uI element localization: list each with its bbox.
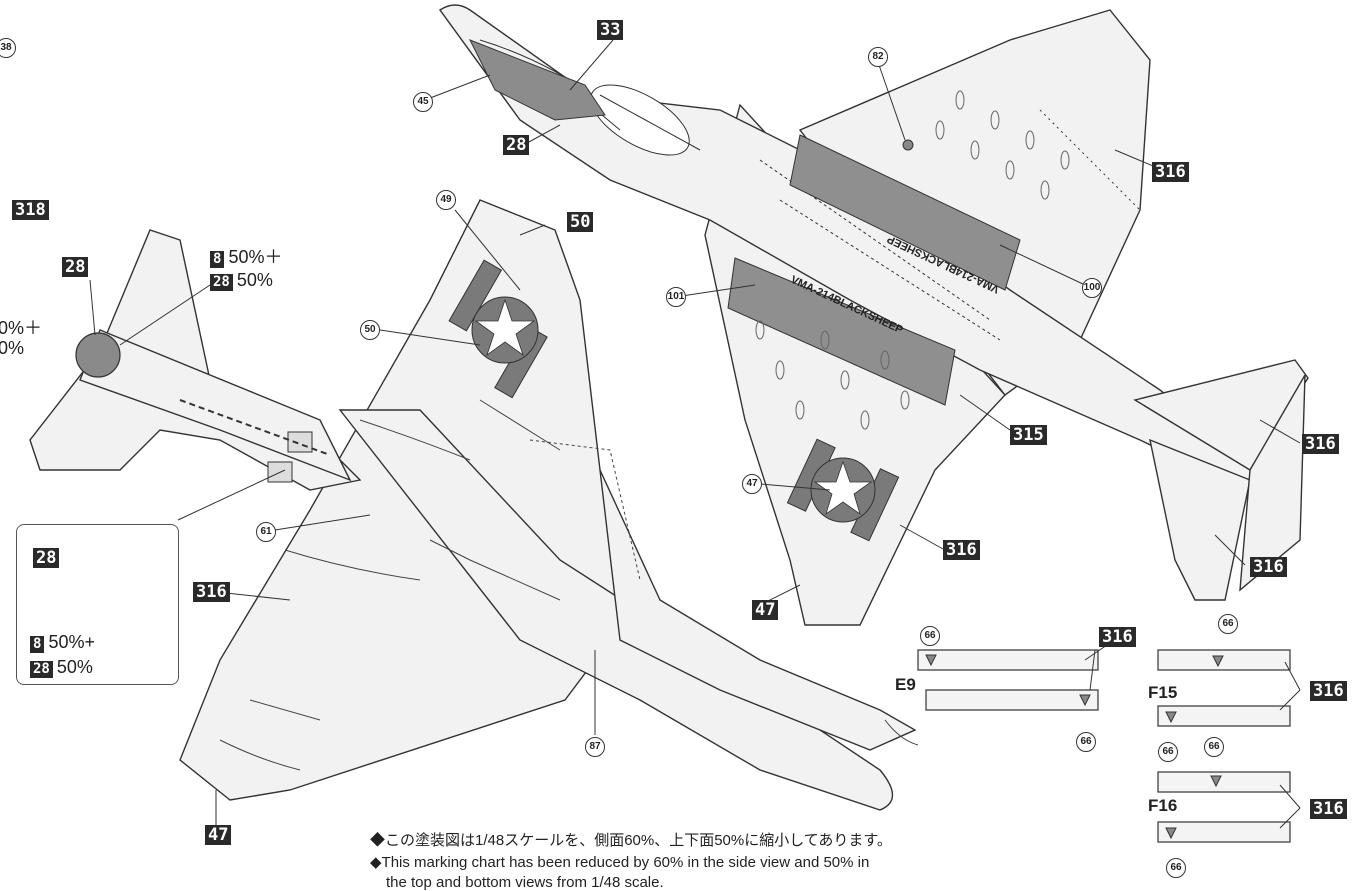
callout-50: 50 bbox=[567, 212, 594, 232]
note-japanese: ◆この塗装図は1/48スケールを、側面60%、上下面50%に縮小してあります。 bbox=[370, 832, 892, 849]
part-number-66-f16-top: 66 bbox=[1204, 737, 1224, 757]
part-number-66-f15-top: 66 bbox=[1218, 614, 1238, 634]
callout-33: 33 bbox=[597, 20, 624, 40]
upper-left-wing-stripe bbox=[727, 257, 956, 406]
store-e9-top bbox=[917, 649, 1099, 671]
tail-mix-code-2: 28 bbox=[210, 274, 233, 291]
callout-316-f16: 316 bbox=[1310, 799, 1347, 819]
inset-mix-code-1: 8 bbox=[30, 636, 45, 653]
left-clipped-mix-2: 0% bbox=[0, 338, 25, 358]
store-f16-bottom bbox=[1157, 821, 1291, 843]
part-number-38: 38 bbox=[0, 38, 16, 58]
part-number-49: 49 bbox=[436, 190, 456, 210]
callout-316-e9: 316 bbox=[1099, 627, 1136, 647]
upper-tail-right bbox=[1133, 359, 1309, 471]
callout-316-upper-right-wing: 316 bbox=[1152, 162, 1189, 182]
store-e9-bottom bbox=[925, 689, 1099, 711]
upper-right-wing-stripe bbox=[789, 134, 1021, 291]
callout-316-upper-left-wing: 316 bbox=[943, 540, 980, 560]
note-english-line-1: ◆This marking chart has been reduced by … bbox=[370, 854, 870, 871]
callout-316-f15: 316 bbox=[1310, 681, 1347, 701]
part-number-50: 50 bbox=[360, 320, 380, 340]
lower-right-body bbox=[599, 469, 917, 751]
part-number-66-f16-bottom: 66 bbox=[1166, 858, 1186, 878]
callout-28-inset: 28 bbox=[33, 548, 60, 568]
part-label-e9: E9 bbox=[895, 675, 916, 694]
part-number-100: 100 bbox=[1082, 278, 1102, 298]
callout-47-upper: 47 bbox=[752, 600, 779, 620]
lower-national-insignia bbox=[448, 259, 548, 399]
upper-tail-flap bbox=[1239, 374, 1306, 592]
store-f15-bottom bbox=[1157, 705, 1291, 727]
store-f16-top bbox=[1157, 771, 1291, 793]
tail-view-aircraft bbox=[29, 229, 362, 491]
upper-national-insignia bbox=[786, 438, 900, 542]
store-f15-top bbox=[1157, 649, 1291, 671]
part-number-87: 87 bbox=[585, 737, 605, 757]
note-english-line-2: the top and bottom views from 1/48 scale… bbox=[386, 874, 664, 891]
part-label-f16: F16 bbox=[1148, 796, 1178, 815]
part-number-82: 82 bbox=[868, 47, 888, 67]
part-number-66-e9-top: 66 bbox=[920, 626, 940, 646]
callout-318: 318 bbox=[12, 200, 49, 220]
callout-316-upper-tail-bottom: 316 bbox=[1250, 557, 1287, 577]
part-number-47: 47 bbox=[742, 474, 762, 494]
part-number-45: 45 bbox=[413, 92, 433, 112]
part-label-f15: F15 bbox=[1148, 683, 1178, 702]
callout-28-tail: 28 bbox=[62, 257, 89, 277]
part-number-66-e9-bottom: 66 bbox=[1076, 732, 1096, 752]
part-number-61: 61 bbox=[256, 522, 276, 542]
callout-315: 315 bbox=[1010, 425, 1047, 445]
callout-47-lower: 47 bbox=[205, 825, 232, 845]
upper-tail-left bbox=[1149, 438, 1251, 601]
left-clipped-mix-1: 0%＋ bbox=[0, 318, 43, 338]
callout-316-lower-wing: 316 bbox=[193, 582, 230, 602]
inset-mix-code-2: 28 bbox=[30, 661, 53, 678]
callout-28-nose: 28 bbox=[503, 135, 530, 155]
part-number-66-f15-bottom: 66 bbox=[1158, 742, 1178, 762]
callout-316-upper-tail: 316 bbox=[1302, 434, 1339, 454]
tail-mix-code-1: 8 bbox=[210, 251, 225, 268]
part-number-101: 101 bbox=[666, 287, 686, 307]
